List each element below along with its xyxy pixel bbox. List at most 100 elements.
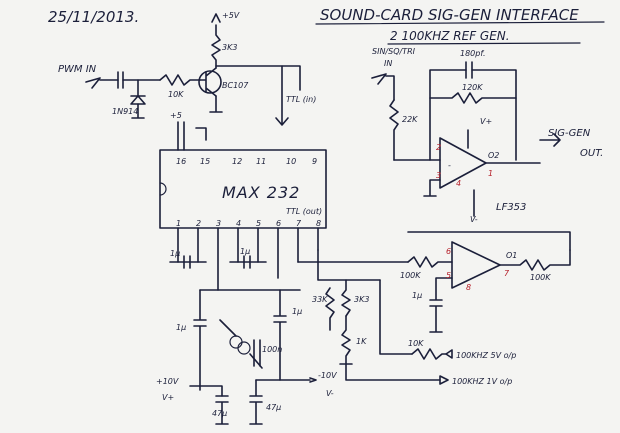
vplus-left-label: V+ [162,393,174,402]
transistor-leads [199,67,217,97]
pin5-label: 5 [256,219,261,228]
transistor-bc107 [198,70,222,94]
out-5v-arrow [445,349,453,359]
pin6-label: 6 [276,219,281,228]
resistor-10k [159,74,201,86]
pin1-label: 1 [176,219,181,228]
out-1v-arrow [439,375,449,385]
pin11-label: 11 [256,157,266,166]
r120k-label: 120K [462,83,483,92]
c1u-e-label: 1µ [412,291,422,300]
pin9-label: 9 [312,157,317,166]
minus10v-arrow [309,377,317,383]
out-1v-wire [345,363,441,381]
out-5v-wire [379,279,413,355]
collector-to-ttl-wire [215,65,301,91]
c180p-label: 180pf. [460,49,486,58]
sig-gen-label: SIG-GEN [548,128,591,139]
c47u-a-label: 47µ [212,409,227,418]
r10k-b-label: 10K [408,339,424,348]
opamp-o2 [439,137,487,189]
diode-ground [131,103,145,119]
cap-1u-o1 [429,277,453,333]
max232-label: MAX 232 [222,183,300,202]
sig-gen-out-arrow [539,133,561,147]
cap-1u-pins-1-3 [169,255,207,269]
coil-leads [219,319,263,369]
out-100khz-5v-label: 100KHZ 5V o/p [456,351,516,360]
c1u-b-label: 1µ [240,247,250,256]
max232-chip [159,149,327,229]
minus10v-label: -10V [318,371,337,380]
o1-feedback-top-wire [407,231,571,251]
pin-red-8: 8 [466,283,471,292]
pin16-supply-wire [177,121,185,151]
sin-sq-tri-label: SIN/SQ/TRI [372,47,416,56]
sig-input-wire [385,75,395,101]
pin12-label: 12 [232,157,242,166]
diagram-title: SOUND-CARD SIG-GEN INTERFACE [320,6,579,24]
out-100khz-1v-label: 100KHZ 1V o/p [452,377,512,386]
r33k-label: 33K [312,295,328,304]
ttl-in-label: TTL (in) [286,95,316,104]
o1-label: O1 [506,251,517,260]
r3k3-b-label: 3K3 [354,295,369,304]
resistor-10k-b [411,348,447,360]
ttl-out-label: TTL (out) [286,207,322,216]
resistor-33k [325,287,335,331]
plus5v-label: +5V [222,11,240,20]
title-underline [315,21,605,25]
c100n-label: 100n [262,345,282,354]
coil-loop-a [229,335,243,349]
pin-red-5: 5 [446,271,451,280]
opamp-o2-minus: - [448,161,451,170]
chip-notch [159,182,167,196]
diode-label: 1N914 [112,107,138,116]
pin15-label: 15 [200,157,210,166]
pin16-label: 16 [176,157,186,166]
cap-1u-lower-mid [273,289,287,381]
pin15-ground [195,127,207,141]
out-label: OUT. [580,148,603,159]
resistor-3k3-top [211,24,221,69]
date-text: 25/11/2013. [48,8,139,26]
bc107-label: BC107 [222,81,249,90]
pin-red-2: 2 [436,143,441,152]
diode-1n914 [130,95,146,105]
pin2-label: 2 [196,219,201,228]
lf353-label: LF353 [496,202,526,213]
r1k-label: 1K [356,337,367,346]
v-minus-label: V- [470,215,478,224]
plus5-cap-label: +5 [170,111,182,120]
resistor-22k [389,99,399,161]
resistor-100k-a [407,256,453,268]
resistor-100k-b [499,249,571,271]
in-label: IN [384,59,392,68]
plus5v-arrow [211,13,221,23]
pin-red-7: 7 [504,269,510,278]
cap-1u-lower-left [193,289,207,391]
r100k-b-label: 100K [530,273,551,282]
pin-red-1: 1 [488,169,493,178]
plus10v-wire [189,385,223,397]
vminus-label: V- [326,389,334,398]
noninv-ground [423,179,441,197]
pin-red-3: 3 [436,171,441,180]
cap-180pf [465,61,473,79]
pin-red-4: 4 [456,179,461,188]
o2-label: O2 [488,151,499,160]
resistor-120k [429,92,517,104]
subtitle-underline [387,42,581,45]
opamp-o1 [451,241,501,289]
sig-input-arrow [371,73,387,85]
chip-bottom-leads [177,227,319,291]
pwm-in-label: PWM IN [58,64,97,75]
pin7-label: 7 [296,219,302,228]
r3k3-top-label: 3K3 [222,43,237,52]
pin8-label: 8 [316,219,321,228]
pin-red-6: 6 [446,247,451,256]
diagram-subtitle: 2 100KHZ REF GEN. [390,29,510,43]
transistor-emitter-ground [209,95,223,113]
coil-loop-b [237,341,251,355]
